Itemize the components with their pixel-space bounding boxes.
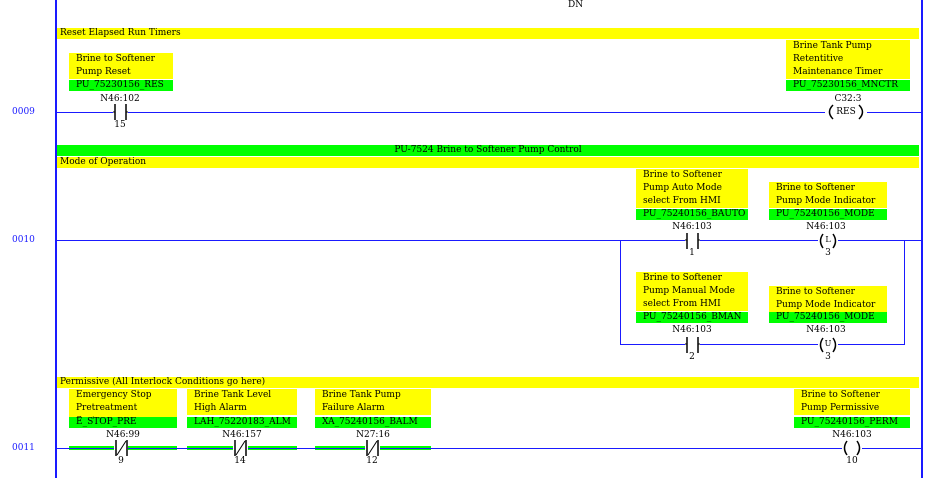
level-alarm-tag[interactable]: LAH_75220183_ALM (187, 417, 297, 428)
pump-failure-bit: 12 (366, 456, 378, 466)
level-alarm-bit: 14 (234, 456, 246, 466)
level-alarm-description: Brine Tank Level High Alarm (187, 389, 297, 415)
mode-indicator-unlatch-tag[interactable]: PU_75240156_MODE (769, 312, 887, 323)
rung-wire (57, 112, 113, 113)
manual-mode-contact[interactable] (685, 337, 700, 353)
unlatch-bit: 3 (825, 352, 831, 362)
mode-indicator-unlatch-address[interactable]: N46:103 (806, 325, 846, 335)
rung-wire (862, 448, 921, 449)
xic-description: Brine to Softener Pump Reset (69, 53, 173, 79)
pump-failure-contact[interactable] (365, 440, 380, 456)
res-address[interactable]: C32:3 (834, 94, 862, 104)
auto-mode-tag[interactable]: PU_75240156_BAUTO (636, 209, 748, 220)
rung-wire (380, 448, 842, 449)
auto-mode-description: Brine to Softener Pump Auto Mode select … (636, 169, 748, 208)
xic-tag[interactable]: PU_75230156_RES (69, 80, 173, 91)
branch-wire (620, 344, 685, 345)
auto-mode-address[interactable]: N46:103 (672, 222, 712, 232)
xic-contact[interactable] (113, 104, 128, 120)
estop-contact[interactable] (114, 440, 129, 456)
level-alarm-address[interactable]: N46:157 (222, 430, 262, 440)
rung-comment: Permissive (All Interlock Conditions go … (57, 377, 919, 388)
rung-wire (128, 112, 825, 113)
mode-indicator-tag[interactable]: PU_75240156_MODE (769, 209, 887, 220)
rung-number: 0010 (12, 235, 35, 245)
rung-wire (57, 448, 114, 449)
estop-address[interactable]: N46:99 (106, 430, 140, 440)
rung-wire (128, 448, 233, 449)
permissive-address[interactable]: N46:103 (832, 430, 872, 440)
pump-failure-address[interactable]: N27:16 (356, 430, 390, 440)
rung-wire (867, 112, 921, 113)
output-coil-bit: 10 (846, 456, 858, 466)
manual-mode-address[interactable]: N46:103 (672, 325, 712, 335)
rung-wire (57, 240, 685, 241)
branch-left-wire (620, 240, 621, 344)
xic-address[interactable]: N46:102 (100, 94, 140, 104)
manual-mode-description: Brine to Softener Pump Manual Mode selec… (636, 272, 748, 311)
res-tag[interactable]: PU_75230156_MNCTR (786, 80, 910, 91)
estop-tag[interactable]: E_STOP_PRE (69, 417, 177, 428)
branch-wire (838, 344, 905, 345)
mode-indicator-description: Brine to Softener Pump Mode Indicator (769, 182, 887, 208)
pump-failure-description: Brine Tank Pump Failure Alarm (315, 389, 431, 415)
manual-mode-tag[interactable]: PU_75240156_BMAN (636, 312, 748, 323)
res-description: Brine Tank Pump Retentitive Maintenance … (786, 40, 910, 79)
unlatch-coil[interactable] (818, 337, 838, 353)
unlatch-label: U (824, 339, 832, 348)
rung-wire (700, 240, 818, 241)
latch-label: L (825, 235, 831, 244)
permissive-description: Brine to Softener Pump Permissive (794, 389, 910, 415)
branch-wire (700, 344, 818, 345)
res-label: RES (836, 107, 856, 117)
auto-mode-contact[interactable] (685, 233, 700, 249)
estop-bit: 9 (118, 456, 124, 466)
rung-number: 0011 (12, 443, 35, 453)
latch-bit: 3 (825, 248, 831, 258)
auto-mode-bit: 1 (689, 248, 695, 258)
left-power-rail (55, 0, 57, 478)
output-coil[interactable] (842, 440, 862, 456)
rung-comment: Mode of Operation (57, 157, 919, 168)
right-power-rail (921, 0, 923, 478)
xic-bit-number: 15 (114, 120, 126, 130)
rung-number: 0009 (12, 107, 35, 117)
mode-indicator-address[interactable]: N46:103 (806, 222, 846, 232)
mode-indicator-unlatch-description: Brine to Softener Pump Mode Indicator (769, 286, 887, 312)
top-label: DN (568, 0, 584, 10)
level-alarm-contact[interactable] (233, 440, 248, 456)
pump-failure-tag[interactable]: XA_75240156_BALM (315, 417, 431, 428)
branch-right-wire (904, 240, 905, 344)
res-coil[interactable] (825, 104, 867, 120)
rung-wire (838, 240, 921, 241)
rung-title: PU-7524 Brine to Softener Pump Control (57, 145, 919, 156)
rung-comment: Reset Elapsed Run Timers (57, 28, 919, 39)
latch-coil[interactable] (818, 233, 838, 249)
rung-wire (248, 448, 365, 449)
manual-mode-bit: 2 (689, 352, 695, 362)
permissive-tag[interactable]: PU_75240156_PERM (794, 417, 910, 428)
